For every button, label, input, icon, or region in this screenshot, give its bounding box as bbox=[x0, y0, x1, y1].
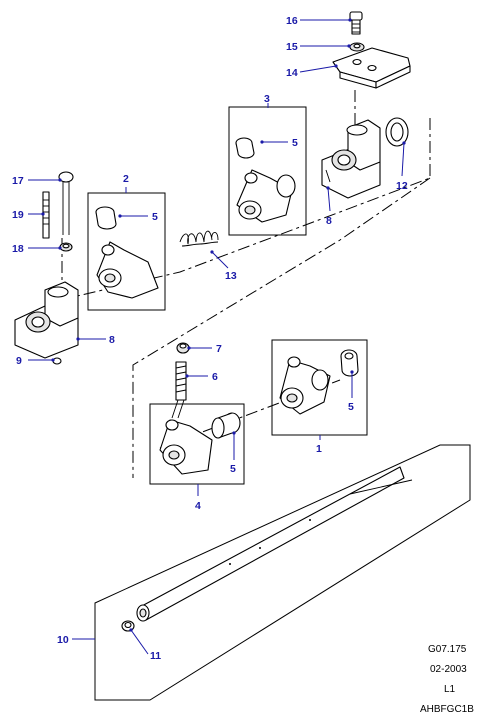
callout-13: 13 bbox=[225, 270, 237, 282]
callout-16: 16 bbox=[286, 15, 298, 27]
seal-ring-12 bbox=[385, 117, 409, 147]
group-box-4 bbox=[149, 403, 245, 485]
assembly-line-lower bbox=[132, 177, 431, 478]
callout-9: 9 bbox=[16, 355, 22, 367]
pedestal-8-lower bbox=[14, 281, 79, 359]
rocker-arm-2 bbox=[96, 241, 159, 299]
callout-18: 18 bbox=[12, 243, 24, 255]
callout-2: 2 bbox=[123, 173, 129, 185]
nut-18 bbox=[59, 242, 73, 252]
callout-14: 14 bbox=[286, 67, 298, 79]
washer-15 bbox=[349, 42, 365, 52]
bush-5-group2 bbox=[95, 206, 117, 230]
bush-5-group4 bbox=[211, 412, 241, 439]
callout-19: 19 bbox=[12, 209, 24, 221]
callout-5c: 5 bbox=[348, 401, 354, 413]
footer-level: L1 bbox=[444, 684, 456, 695]
rocker-arm-3 bbox=[236, 169, 296, 223]
callout-6: 6 bbox=[212, 371, 218, 383]
leader-lines bbox=[28, 19, 405, 655]
pedestal-8-upper bbox=[321, 119, 381, 199]
spring-13 bbox=[179, 230, 219, 247]
stud-6 bbox=[171, 361, 187, 419]
callout-15: 15 bbox=[286, 41, 298, 53]
callout-11: 11 bbox=[150, 650, 161, 662]
leader-dots bbox=[41, 18, 406, 632]
footer-date: 02-2003 bbox=[430, 664, 467, 675]
callout-5d: 5 bbox=[230, 463, 236, 475]
group-box-10 bbox=[94, 444, 471, 701]
bolt-17 bbox=[58, 171, 74, 235]
rocker-arm-1 bbox=[279, 356, 331, 415]
callout-1: 1 bbox=[316, 443, 322, 455]
callout-12: 12 bbox=[396, 180, 408, 192]
bush-5-group1 bbox=[340, 349, 359, 377]
rocker-shaft-10 bbox=[136, 466, 413, 622]
callout-4: 4 bbox=[195, 500, 201, 512]
callout-3: 3 bbox=[264, 93, 270, 105]
bolt-16 bbox=[349, 11, 363, 35]
bracket-plate-14 bbox=[332, 47, 411, 89]
callout-7: 7 bbox=[216, 343, 222, 355]
callout-5b: 5 bbox=[152, 211, 158, 223]
footer-code: AHBFGC1B bbox=[420, 704, 474, 715]
nut-7 bbox=[176, 342, 190, 354]
callout-10: 10 bbox=[57, 634, 69, 646]
callout-8b: 8 bbox=[109, 334, 115, 346]
callout-8a: 8 bbox=[326, 215, 332, 227]
callout-5a: 5 bbox=[292, 137, 298, 149]
bush-5-group3 bbox=[235, 137, 255, 159]
footer-ref: G07.175 bbox=[428, 644, 467, 655]
callout-17: 17 bbox=[12, 175, 24, 187]
rocker-arm-4 bbox=[159, 419, 213, 475]
